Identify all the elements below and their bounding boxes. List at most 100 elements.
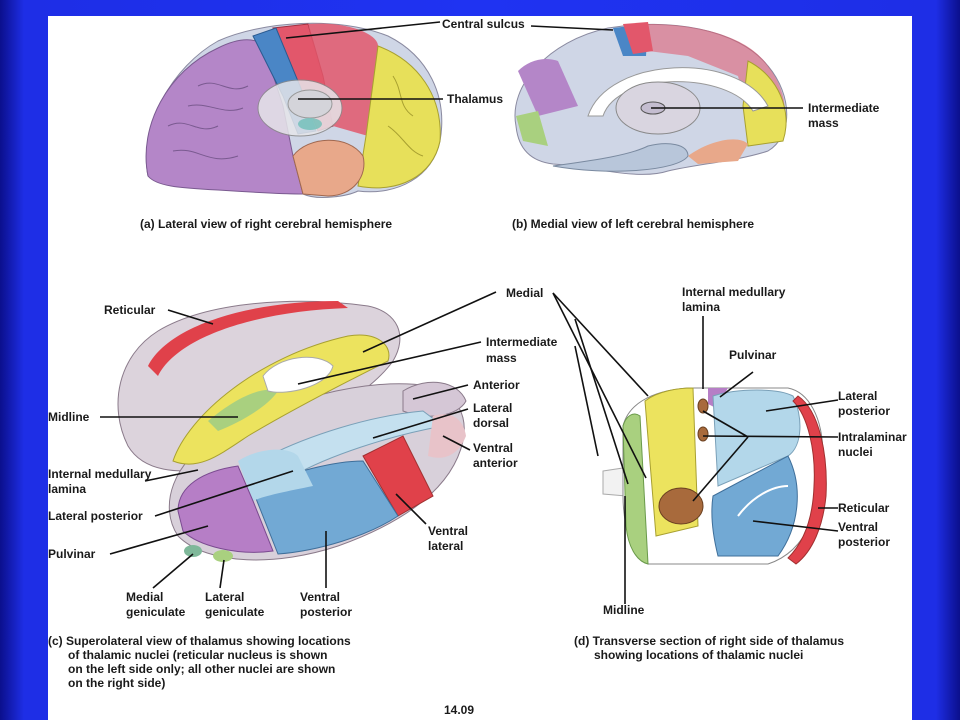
intralaminar-large — [658, 487, 704, 525]
label-central-sulcus: Central sulcus — [442, 17, 525, 31]
vp-division — [737, 485, 789, 517]
reticular-c — [148, 301, 348, 376]
caption-c-line-1: (c) Superolateral view of thalamus showi… — [48, 634, 351, 648]
label-ventral-posterior-d-2: posterior — [838, 535, 890, 549]
label-intralaminar-d-1: Intralaminar — [838, 430, 907, 444]
label-internal-lamina-c-1: Internal medullary — [48, 467, 152, 481]
figure-number: 14.09 — [444, 703, 474, 717]
leader-medial-d-2 — [552, 292, 647, 479]
label-intermediate-c-1: Intermediate — [486, 335, 558, 349]
leader-medial-d-1 — [552, 292, 649, 397]
sulci-lines — [387, 75, 424, 157]
medial-geniculate-c — [184, 545, 202, 557]
label-intermediate-mass-b-1: Intermediate — [808, 101, 880, 115]
medial-green — [516, 111, 548, 146]
label-ventral-posterior-d-1: Ventral — [838, 520, 878, 534]
midline-d — [622, 413, 649, 565]
label-ventral-anterior-c-1: Ventral — [473, 441, 513, 455]
caption-c-line-4: on the right side) — [68, 676, 165, 690]
caption-c-line-2: of thalamic nuclei (reticular nucleus is… — [68, 648, 327, 662]
label-midline-c: Midline — [48, 410, 90, 424]
leader-reticular-c — [167, 309, 214, 325]
label-lateral-posterior-c: Lateral posterior — [48, 509, 143, 523]
label-thalamus: Thalamus — [447, 92, 503, 106]
medial-purple — [518, 59, 578, 116]
label-lateral-dorsal-c-2: dorsal — [473, 416, 509, 430]
intermediate-mass-c — [262, 356, 334, 393]
leader-lateral-posterior-c — [154, 470, 294, 517]
panel-b-brain — [514, 22, 788, 175]
label-medial-geniculate-c-1: Medial — [126, 590, 163, 604]
label-ventral-lateral-c-1: Ventral — [428, 524, 468, 538]
intralaminar-nucleus-1 — [697, 398, 709, 414]
panel-a-brain — [145, 22, 443, 198]
leader-medial-d-4 — [574, 345, 599, 457]
ventral-lateral-c — [362, 435, 434, 517]
label-ventral-anterior-c-2: anterior — [473, 456, 518, 470]
lateral-posterior-d — [712, 389, 801, 487]
label-reticular-d: Reticular — [838, 501, 890, 515]
label-pulvinar-c: Pulvinar — [48, 547, 96, 561]
leader-pulvinar-d — [719, 371, 754, 398]
leader-intralaminar-d-2 — [702, 435, 839, 438]
reticular-d — [787, 395, 827, 565]
caption-d-line-1: (d) Transverse section of right side of … — [574, 634, 844, 648]
leader-lateral-posterior-d — [765, 399, 839, 412]
leader-intralaminar-d-3 — [692, 436, 749, 502]
label-internal-lamina-d-2: lamina — [682, 300, 720, 314]
pulvinar-c — [177, 465, 274, 553]
midline-c — [208, 389, 278, 431]
leader-lateral-geniculate-c — [219, 559, 225, 589]
occipital-yellow — [357, 45, 441, 189]
label-lateral-dorsal-c-1: Lateral — [473, 401, 512, 415]
leader-medial-c — [362, 291, 497, 353]
lateral-posterior-c — [238, 449, 313, 501]
leader-ventral-lateral-c — [395, 493, 427, 525]
thalamus-inner — [287, 89, 333, 119]
intralaminar-nucleus-2 — [697, 426, 709, 442]
caption-d-line-2: showing locations of thalamic nuclei — [594, 648, 803, 662]
parietal-red — [308, 23, 378, 136]
label-ventral-posterior-c-2: posterior — [300, 605, 352, 619]
label-midline-d: Midline — [603, 603, 645, 617]
medial-orange — [688, 139, 748, 164]
leader-pulvinar-c — [109, 525, 209, 555]
leader-medial-d-3 — [574, 318, 629, 485]
leader-central-sulcus — [285, 21, 441, 39]
ventral-anterior-c — [428, 414, 466, 458]
slide: Central sulcus Thalamus (a) Lateral view… — [48, 16, 912, 720]
teal-patch — [298, 118, 322, 130]
medial-red — [623, 22, 653, 54]
leader-intralaminar-d-1 — [702, 410, 749, 438]
medial-temporal — [552, 143, 689, 172]
leader-ventral-anterior-c — [442, 435, 471, 451]
label-intermediate-mass-b-2: mass — [808, 116, 839, 130]
label-lateral-geniculate-c-1: Lateral — [205, 590, 244, 604]
leader-central-sulcus-b — [530, 25, 614, 31]
temporal-lobe — [292, 139, 365, 197]
medial-band — [172, 334, 390, 465]
caption-c-line-3: on the left side only; all other nuclei … — [68, 662, 335, 676]
leader-ventral-posterior-d — [752, 520, 839, 532]
label-medial-geniculate-c-2: geniculate — [126, 605, 186, 619]
figure-svg: Central sulcus Thalamus (a) Lateral view… — [48, 17, 907, 717]
panel-d-section — [602, 387, 827, 565]
label-lateral-posterior-d-1: Lateral — [838, 389, 877, 403]
label-internal-lamina-d-1: Internal medullary — [682, 285, 786, 299]
label-pulvinar-d: Pulvinar — [729, 348, 777, 362]
label-internal-lamina-c-2: lamina — [48, 482, 86, 496]
panel-c-thalamus — [117, 300, 467, 562]
leader-lateral-dorsal-c — [372, 408, 469, 439]
label-intermediate-c-2: mass — [486, 351, 517, 365]
leader-internal-lamina-c — [144, 469, 199, 482]
leader-medial-geniculate-c — [152, 553, 194, 589]
label-anterior-c: Anterior — [473, 378, 520, 392]
label-intralaminar-d-2: nuclei — [838, 445, 873, 459]
label-lateral-geniculate-c-2: geniculate — [205, 605, 265, 619]
caption-b: (b) Medial view of left cerebral hemisph… — [512, 217, 754, 231]
lateral-geniculate-c — [213, 550, 233, 562]
leader-intermediate-c — [297, 341, 482, 385]
caption-a: (a) Lateral view of right cerebral hemis… — [140, 217, 392, 231]
ventral-posterior-d — [711, 455, 798, 557]
label-lateral-posterior-d-2: posterior — [838, 404, 890, 418]
